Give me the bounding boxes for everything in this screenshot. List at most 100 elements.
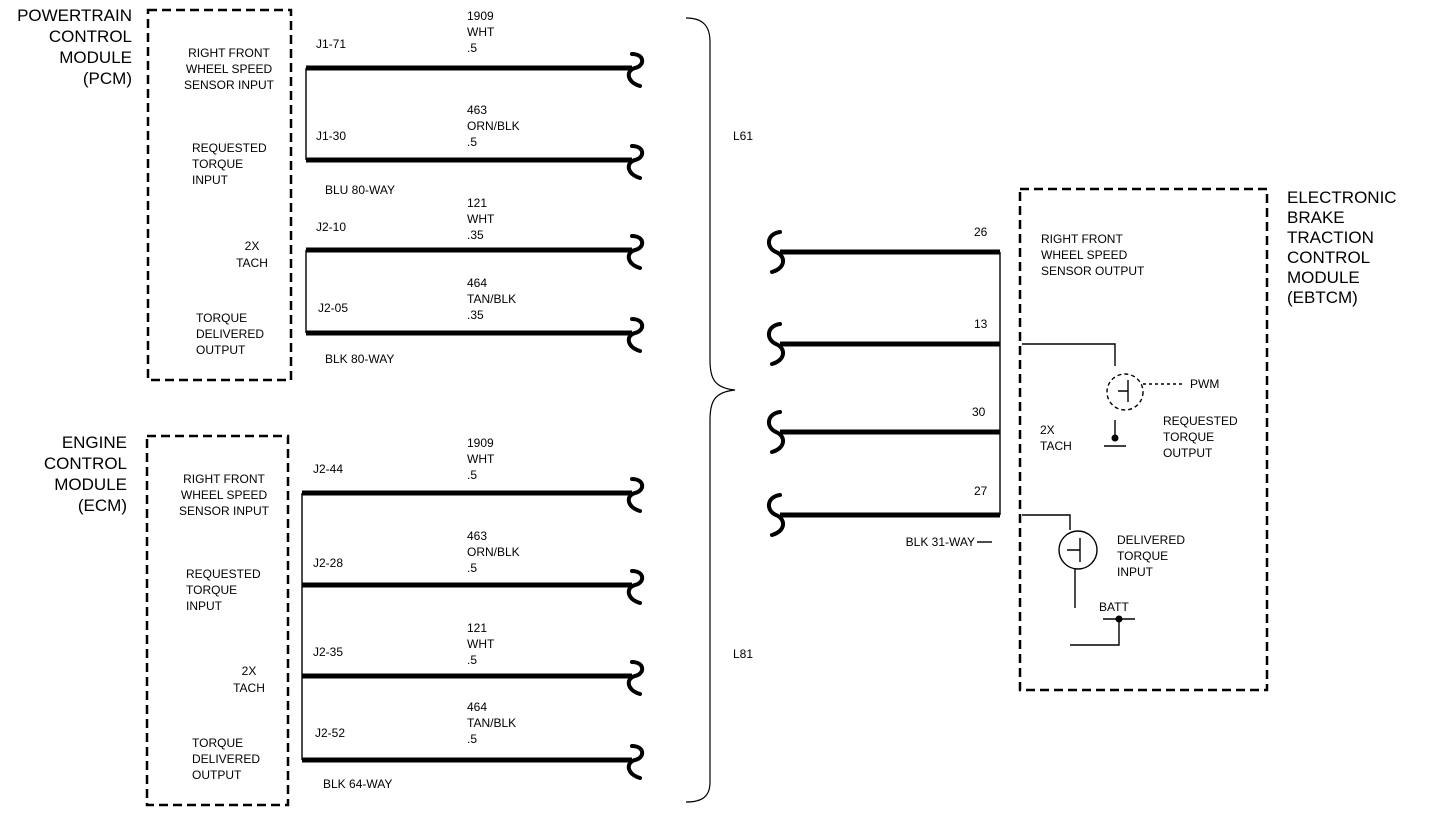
ebtcm-tach-label-line-2: TACH: [1040, 439, 1072, 453]
requested-torque-output-label: REQUESTED TORQUE OUTPUT: [1163, 414, 1238, 460]
ecm-pin-1-label: RIGHT FRONT WHEEL SPEED SENSOR INPUT: [179, 472, 270, 518]
ebtcm-title: ELECTRONIC BRAKE TRACTION CONTROL MODULE…: [1287, 188, 1397, 307]
pcm-pin-1-label-line-1: RIGHT FRONT: [188, 46, 270, 60]
ebtcm-wire-1: 26: [767, 225, 1000, 274]
requested-label-line-1: REQUESTED: [1163, 414, 1238, 428]
ground-node-icon: [1111, 434, 1119, 442]
ebtcm-pin-4-number: 27: [974, 484, 988, 498]
requested-label-line-2: TORQUE: [1163, 430, 1214, 444]
ebtcm-connector-label: BLK 31-WAY: [906, 535, 975, 549]
ebtcm-title-line-2: BRAKE: [1287, 208, 1345, 227]
pcm-wire-3-connector-icon: [626, 234, 645, 270]
pcm-wire-3-color: WHT: [467, 212, 495, 226]
ecm-pin-1-label-line-3: SENSOR INPUT: [179, 504, 270, 518]
ecm-wire-3-gauge: .5: [467, 653, 477, 667]
pcm-connector-2-label: BLK 80-WAY: [325, 352, 394, 366]
ecm-pin-3-label-line-2: TACH: [233, 681, 265, 695]
ecm-pin-4-label-line-1: TORQUE: [192, 736, 243, 750]
pcm-pin-4-label-line-2: DELIVERED: [196, 327, 264, 341]
ecm-title-line-3: MODULE: [54, 475, 127, 494]
engine-code-ecm: L81: [733, 647, 753, 661]
ecm-module-box: [145, 434, 290, 807]
pcm-wire-1-circuit: 1909: [467, 9, 494, 23]
ebtcm-title-line-4: CONTROL: [1287, 248, 1370, 267]
ecm-wire-1-connector-icon: [626, 477, 645, 513]
ebtcm-title-line-1: ELECTRONIC: [1287, 188, 1397, 207]
ecm-wire-3-color: WHT: [467, 637, 495, 651]
ebtcm-title-line-5: MODULE: [1287, 268, 1360, 287]
ebtcm-rf-label-line-3: SENSOR OUTPUT: [1041, 264, 1145, 278]
delivered-label-line-3: INPUT: [1117, 565, 1154, 579]
pcm-pin-4-label-line-1: TORQUE: [196, 311, 247, 325]
ecm-wire-3: J2-35 121 WHT .5: [302, 621, 645, 696]
pcm-wire-4-color: TAN/BLK: [467, 292, 516, 306]
ecm-wire-2-gauge: .5: [467, 561, 477, 575]
ecm-title-line-4: (ECM): [78, 496, 127, 515]
ecm-wire-4-color: TAN/BLK: [467, 716, 516, 730]
pcm-wire-2-terminal: J1-30: [316, 129, 346, 143]
pcm-wire-4-connector-icon: [626, 317, 645, 353]
ecm-wire-4: J2-52 464 TAN/BLK .5: [302, 700, 645, 780]
ecm-wire-3-terminal: J2-35: [313, 645, 343, 659]
pcm-pin-1-label: RIGHT FRONT WHEEL SPEED SENSOR INPUT: [184, 46, 275, 92]
ecm-connector-label: BLK 64-WAY: [323, 777, 392, 791]
ecm-wire-2-terminal: J2-28: [313, 556, 343, 570]
ebtcm-pin-3-number: 30: [972, 405, 986, 419]
ebtcm-tach-label: 2X TACH: [1040, 423, 1072, 453]
ecm-title-line-2: CONTROL: [44, 454, 127, 473]
ecm-pin-2-label-line-3: INPUT: [186, 599, 223, 613]
ebtcm-wire-3: 30: [767, 405, 1000, 454]
ebtcm-wire-4: 27: [767, 484, 1000, 537]
ebtcm-tach-label-line-1: 2X: [1040, 423, 1055, 437]
delivered-label-line-1: DELIVERED: [1117, 533, 1185, 547]
pcm-wire-1-connector-icon: [626, 52, 645, 88]
pcm-title-line-1: POWERTRAIN: [17, 6, 132, 25]
pcm-title-line-2: CONTROL: [49, 27, 132, 46]
ecm-wire-3-connector-icon: [626, 660, 645, 696]
pcm-pin-3-label: 2X TACH: [236, 239, 268, 270]
pcm-wire-2-connector-icon: [626, 144, 645, 180]
pcm-wire-3: J2-10 121 WHT .35: [306, 196, 645, 270]
ecm-wire-4-connector-icon: [626, 744, 645, 780]
ecm-title: ENGINE CONTROL MODULE (ECM): [44, 433, 127, 515]
pcm-wire-1-terminal: J1-71: [316, 37, 346, 51]
ecm-wire-1-terminal: J2-44: [313, 462, 343, 476]
ecm-pin-4-label-line-3: OUTPUT: [192, 768, 242, 782]
ecm-wire-1-circuit: 1909: [467, 436, 494, 450]
ebtcm-wire-1-connector-icon: [767, 230, 785, 274]
engine-option-brace: [685, 17, 736, 803]
pcm-pin-2-label-line-2: TORQUE: [192, 157, 243, 171]
pcm-wire-1-gauge: .5: [467, 41, 477, 55]
pcm-title-line-3: MODULE: [59, 48, 132, 67]
pcm-wire-3-circuit: 121: [467, 196, 487, 210]
pcm-wire-4: J2-05 464 TAN/BLK .35: [306, 276, 645, 353]
pcm-wire-3-gauge: .35: [467, 228, 484, 242]
ecm-wire-2: J2-28 463 ORN/BLK .5: [302, 529, 645, 605]
ecm-wire-1-color: WHT: [467, 452, 495, 466]
ebtcm-requested-circuit-line: [1022, 343, 1116, 366]
ecm-wire-1: J2-44 1909 WHT .5: [302, 436, 645, 513]
pcm-pin-4-label: TORQUE DELIVERED OUTPUT: [196, 311, 264, 357]
ebtcm-wire-3-connector-icon: [767, 410, 785, 454]
ecm-wire-4-circuit: 464: [467, 700, 487, 714]
pcm-module-box: [146, 8, 293, 382]
ecm-pin-3-label: 2X TACH: [233, 664, 265, 695]
engine-code-pcm: L61: [733, 129, 753, 143]
batt-label: BATT: [1099, 600, 1129, 614]
pcm-pin-2-label: REQUESTED TORQUE INPUT: [192, 141, 267, 187]
ecm-pin-4-label-line-2: DELIVERED: [192, 752, 260, 766]
pcm-wire-4-circuit: 464: [467, 276, 487, 290]
pcm-pin-3-label-line-2: TACH: [236, 256, 268, 270]
ebtcm-rf-label-line-2: WHEEL SPEED: [1041, 248, 1128, 262]
ebtcm-wire-2-connector-icon: [767, 322, 785, 366]
pcm-pin-3-label-line-1: 2X: [245, 239, 260, 253]
pcm-wire-4-gauge: .35: [467, 308, 484, 322]
batt-feed-line: [1070, 619, 1120, 646]
delivered-torque-input-label: DELIVERED TORQUE INPUT: [1117, 533, 1185, 579]
ecm-wire-4-terminal: J2-52: [315, 726, 345, 740]
pcm-wire-4-terminal: J2-05: [318, 301, 348, 315]
ebtcm-wire-4-connector-icon: [767, 493, 785, 537]
ecm-pin-4-label: TORQUE DELIVERED OUTPUT: [192, 736, 260, 782]
ebtcm-rf-label: RIGHT FRONT WHEEL SPEED SENSOR OUTPUT: [1041, 232, 1145, 278]
